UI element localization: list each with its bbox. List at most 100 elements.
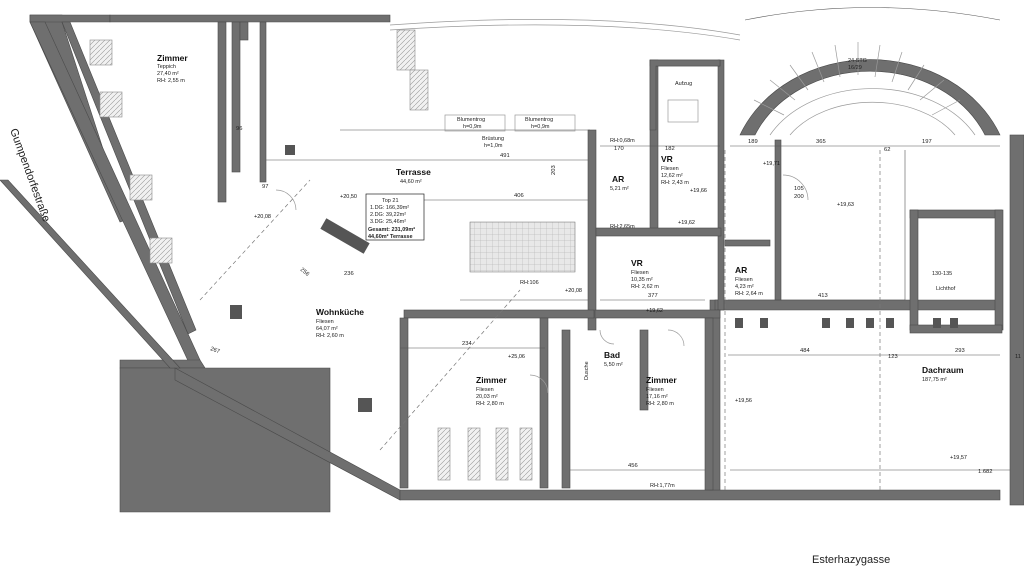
dim-label: 491 [500, 153, 510, 159]
aufzug-label: Aufzug [675, 81, 692, 87]
stair-count-label: 24 STG [848, 58, 867, 64]
dim-label: 96 [236, 126, 242, 132]
room-ar2-area: 4,23 m² [735, 284, 754, 290]
room-bad-area: 5,50 m² [604, 362, 623, 368]
room-wohnkueche-floor: Fliesen [316, 319, 334, 325]
dusche-label: Dusche [584, 361, 590, 380]
level-marker: +20,50 [340, 194, 357, 200]
bed-hatches [89, 29, 533, 481]
room-ar2-height: RH: 2,64 m [735, 291, 763, 297]
room-ar1-rh: RH:2,65m [610, 224, 635, 230]
dim-label: 413 [818, 293, 828, 299]
door-swings [275, 174, 809, 394]
top21-terrace: 44,60m² Terrasse [368, 233, 413, 240]
room-ar1-area: 5,21 m² [610, 186, 629, 192]
bruestung-h: h=1,0m [484, 143, 503, 149]
dim-label: 62 [884, 147, 890, 153]
room-dachraum-area: 187,75 m² [922, 377, 947, 383]
top21-summary-box [365, 193, 425, 241]
rh-177-label: RH:1,77m [650, 483, 675, 489]
room-lichthof-name: Lichthof [936, 286, 956, 292]
room-zimmer-mid-area: 20,03 m² [476, 394, 498, 400]
room-vr2-area: 10,35 m² [631, 277, 653, 283]
dim-label: 203 [551, 165, 557, 175]
dim-label: 236 [344, 271, 354, 277]
room-zimmer-right-area: 17,16 m² [646, 394, 668, 400]
level-marker: +25,06 [508, 354, 525, 360]
room-vr2-name: VR [631, 258, 643, 268]
level-marker: +19,57 [950, 455, 967, 461]
room-wohnkueche-height: RH: 2,60 m [316, 333, 344, 339]
room-vr2-floor: Fliesen [631, 270, 649, 276]
staircase [739, 7, 1001, 136]
room-zimmer-top-name: Zimmer [157, 53, 188, 63]
terrace-tiles [469, 221, 576, 273]
stair-dim-label: 16/29 [848, 65, 862, 71]
room-ar1-rh2: RH:0,68m [610, 138, 635, 144]
room-ar2-floor: Fliesen [735, 277, 753, 283]
room-zimmer-top-height: RH: 2,55 m [157, 78, 185, 84]
bruestung-label: Brüstung [482, 136, 504, 142]
dim-label: 11 [1015, 354, 1021, 360]
room-lichthof-dims: 130-135 [932, 271, 952, 277]
dimension-numbers: 491 406 203 377 413 484 293 365 197 189 … [209, 126, 1021, 475]
room-wohnkueche-name: Wohnküche [316, 307, 364, 317]
interior-walls [217, 21, 1024, 506]
blumentrog-h-1: h=0,9m [463, 124, 482, 130]
room-terrasse-name: Terrasse [396, 167, 431, 177]
level-marker: +20,08 [565, 288, 582, 294]
dim-label: 293 [955, 348, 965, 354]
room-zimmer-top-floor: Teppich [157, 64, 176, 70]
dim-label: 182 [665, 146, 675, 152]
room-bad-name: Bad [604, 350, 620, 360]
room-vr1-height: RH: 2,43 m [661, 180, 689, 186]
room-zimmer-right-height: RH: 2,80 m [646, 401, 674, 407]
dimension-lines [199, 114, 1010, 490]
pillars [230, 145, 958, 412]
dim-label: 170 [614, 146, 624, 152]
room-zimmer-mid-floor: Fliesen [476, 387, 494, 393]
dim-label: 267 [209, 346, 220, 355]
elevator-shaft [649, 59, 721, 131]
dim-label: 197 [922, 139, 932, 145]
dim-label: 200 [794, 194, 804, 200]
top21-line3: 3.DG: 25,46m² [370, 219, 406, 225]
dim-label: 234 [462, 341, 472, 347]
level-marker: +19,63 [837, 202, 854, 208]
top21-total: Gesamt: 231,09m² [368, 226, 415, 233]
dim-label: 105 [794, 186, 804, 192]
room-zimmer-mid-name: Zimmer [476, 375, 507, 385]
room-vr1-area: 12,62 m² [661, 173, 683, 179]
top21-line1: 1.DG: 166,39m² [370, 205, 409, 211]
room-dachraum-name: Dachraum [922, 365, 964, 375]
level-marker: +19,62 [678, 220, 695, 226]
dim-label: 189 [748, 139, 758, 145]
room-vr2-height: RH: 2,62 m [631, 284, 659, 290]
room-zimmer-mid-height: RH: 2,80 m [476, 401, 504, 407]
level-marker: +19,66 [690, 188, 707, 194]
rh-106-label: RH:106 [520, 280, 539, 286]
dim-label: 406 [514, 193, 524, 199]
room-zimmer-right-floor: Fliesen [646, 387, 664, 393]
level-marker: +19,71 [763, 161, 780, 167]
dim-label: 256 [299, 267, 310, 278]
room-ar1-name: AR [612, 174, 624, 184]
room-vr1-floor: Fliesen [661, 166, 679, 172]
blumentrog-label-2: Blumentrog [525, 117, 553, 123]
dim-label: 1.682 [978, 469, 993, 475]
dim-label: 484 [800, 348, 810, 354]
level-marker: +19,56 [735, 398, 752, 404]
level-marker: +19,62 [646, 308, 663, 314]
blumentrog-h-2: h=0,9m [531, 124, 550, 130]
top21-line2: 2.DG: 39,22m² [370, 212, 406, 218]
room-zimmer-right-name: Zimmer [646, 375, 677, 385]
room-ar2-name: AR [735, 265, 747, 275]
roof-outline [389, 19, 741, 41]
dim-label: 377 [648, 293, 658, 299]
dim-label: 97 [262, 184, 268, 190]
street-bottom-label: Esterhazygasse [812, 554, 890, 566]
room-zimmer-top-area: 27,40 m² [157, 71, 179, 77]
level-markers: +20,50 +20,08 +19,62 +19,66 +19,71 +19,6… [254, 161, 967, 461]
dim-label: 456 [628, 463, 638, 469]
